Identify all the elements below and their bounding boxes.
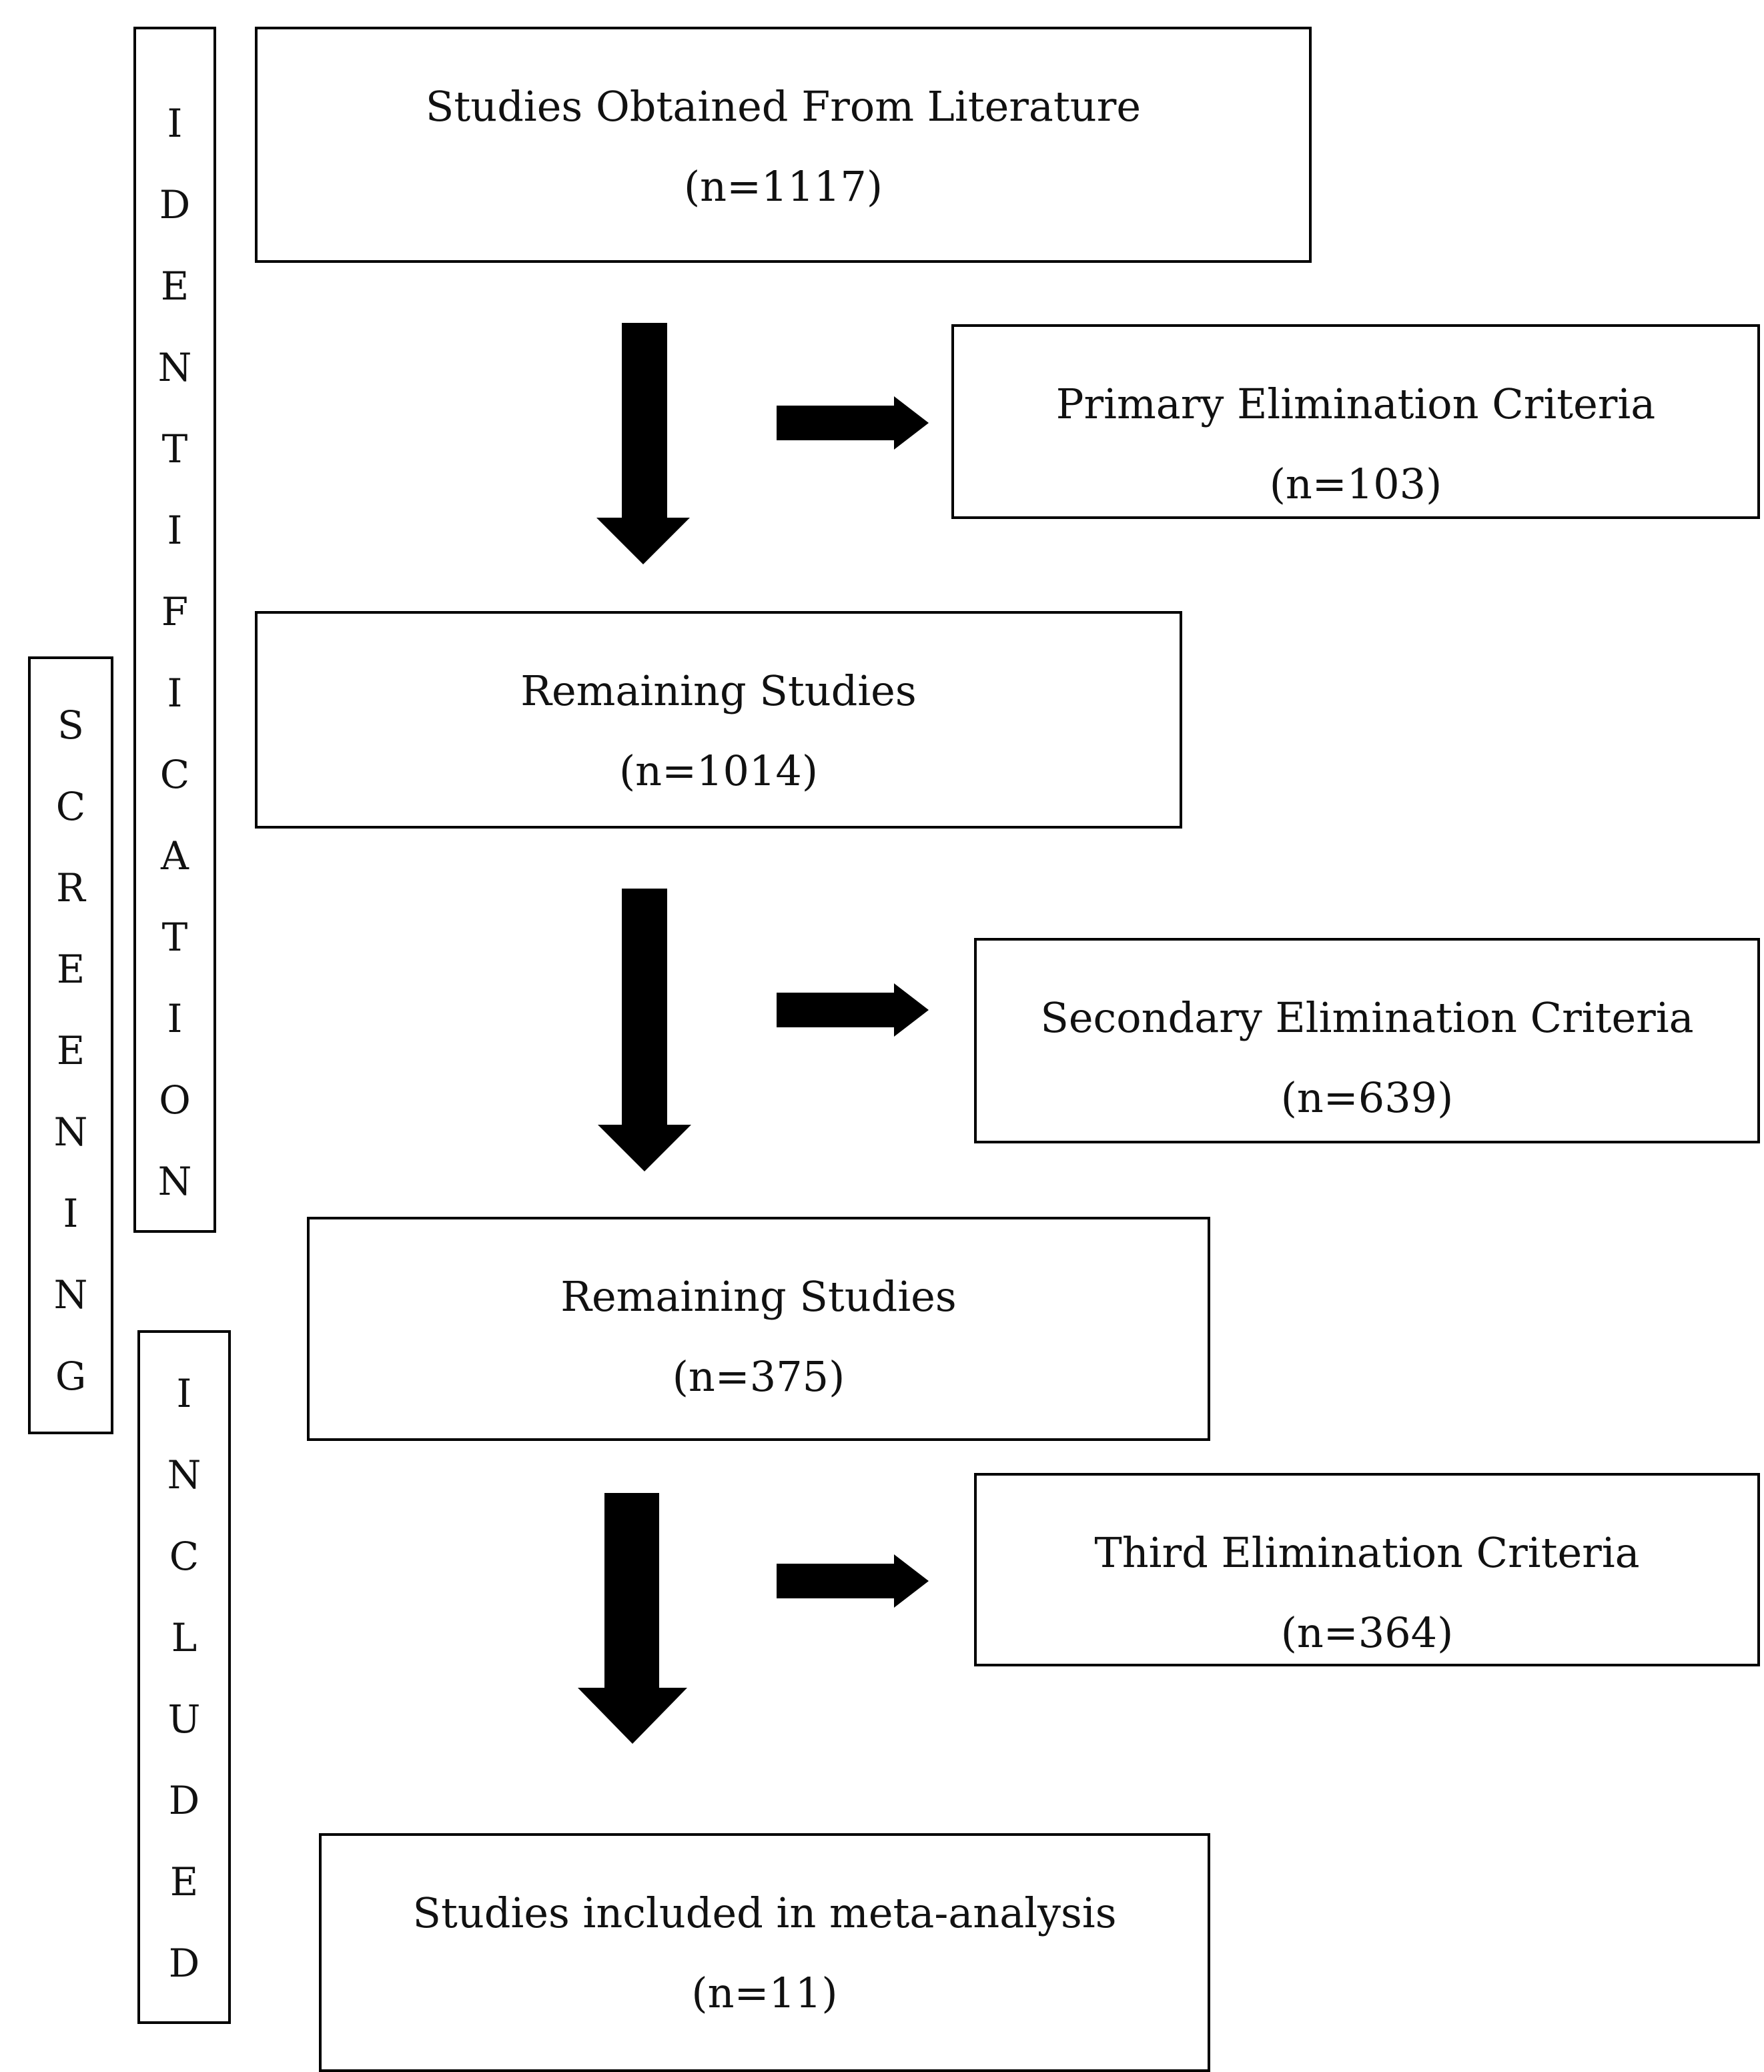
stage-letter: E [56, 947, 85, 992]
stage-letter: S [57, 702, 84, 748]
stage-letter: N [157, 345, 192, 390]
secondary-elimination-title: Secondary Elimination Criteria [1040, 993, 1694, 1042]
third-elimination-box: Third Elimination Criteria (n=364) [974, 1473, 1760, 1666]
right-arrow-1 [777, 396, 929, 450]
down-arrow-2 [598, 889, 691, 1171]
remaining-studies-1-count: (n=1014) [618, 746, 819, 795]
stage-letter: G [55, 1354, 87, 1399]
right-arrow-3 [777, 1554, 929, 1608]
stage-letter: I [167, 996, 183, 1041]
stage-letter: T [161, 915, 188, 960]
primary-elimination-count: (n=103) [1269, 460, 1442, 508]
stage-letter: D [168, 1778, 200, 1823]
stage-letter: I [167, 101, 183, 146]
remaining-studies-1-title: Remaining Studies [520, 666, 917, 715]
stage-letter: C [55, 784, 86, 829]
stage-letter: I [167, 508, 183, 553]
remaining-studies-2-title: Remaining Studies [560, 1272, 957, 1321]
stage-letter: I [176, 1371, 192, 1416]
right-arrow-2 [777, 983, 929, 1037]
down-arrow-3 [578, 1493, 687, 1744]
stage-letter: N [53, 1109, 88, 1155]
stage-letter: U [167, 1696, 201, 1742]
stage-letter: A [161, 833, 189, 879]
third-elimination-count: (n=364) [1280, 1608, 1454, 1657]
remaining-studies-box-1: Remaining Studies (n=1014) [255, 611, 1182, 829]
stage-letter: D [159, 182, 191, 227]
stage-letter: L [171, 1615, 197, 1660]
stage-letter: F [161, 589, 189, 634]
stage-letter: N [53, 1272, 88, 1318]
stage-letter: N [167, 1452, 201, 1498]
stage-letter: I [167, 670, 183, 716]
down-arrow-1 [596, 323, 690, 564]
remaining-studies-box-2: Remaining Studies (n=375) [307, 1217, 1210, 1441]
stage-letter: I [63, 1191, 79, 1236]
stage-letter: N [157, 1159, 192, 1204]
stage-letter: C [159, 752, 190, 797]
third-elimination-title: Third Elimination Criteria [1094, 1528, 1640, 1577]
remaining-studies-2-count: (n=375) [672, 1352, 845, 1401]
stage-letter: D [168, 1941, 200, 1986]
stage-letter: T [161, 426, 188, 472]
stage-letter: E [169, 1859, 199, 1905]
studies-obtained-title: Studies Obtained From Literature [425, 82, 1142, 131]
stage-letter: R [56, 865, 85, 911]
secondary-elimination-count: (n=639) [1280, 1073, 1454, 1122]
stage-letter: E [56, 1028, 85, 1073]
stage-letter: O [159, 1077, 191, 1123]
studies-included-title: Studies included in meta-analysis [412, 1889, 1117, 1937]
studies-included-count: (n=11) [691, 1969, 838, 2017]
studies-included-box: Studies included in meta-analysis (n=11) [319, 1833, 1210, 2072]
studies-obtained-count: (n=1117) [683, 162, 883, 211]
stage-letter: E [160, 264, 189, 309]
stage-letter: C [169, 1534, 199, 1579]
secondary-elimination-box: Secondary Elimination Criteria (n=639) [974, 938, 1760, 1143]
primary-elimination-box: Primary Elimination Criteria (n=103) [951, 324, 1760, 519]
primary-elimination-title: Primary Elimination Criteria [1055, 380, 1656, 428]
studies-obtained-box: Studies Obtained From Literature (n=1117… [255, 27, 1312, 263]
